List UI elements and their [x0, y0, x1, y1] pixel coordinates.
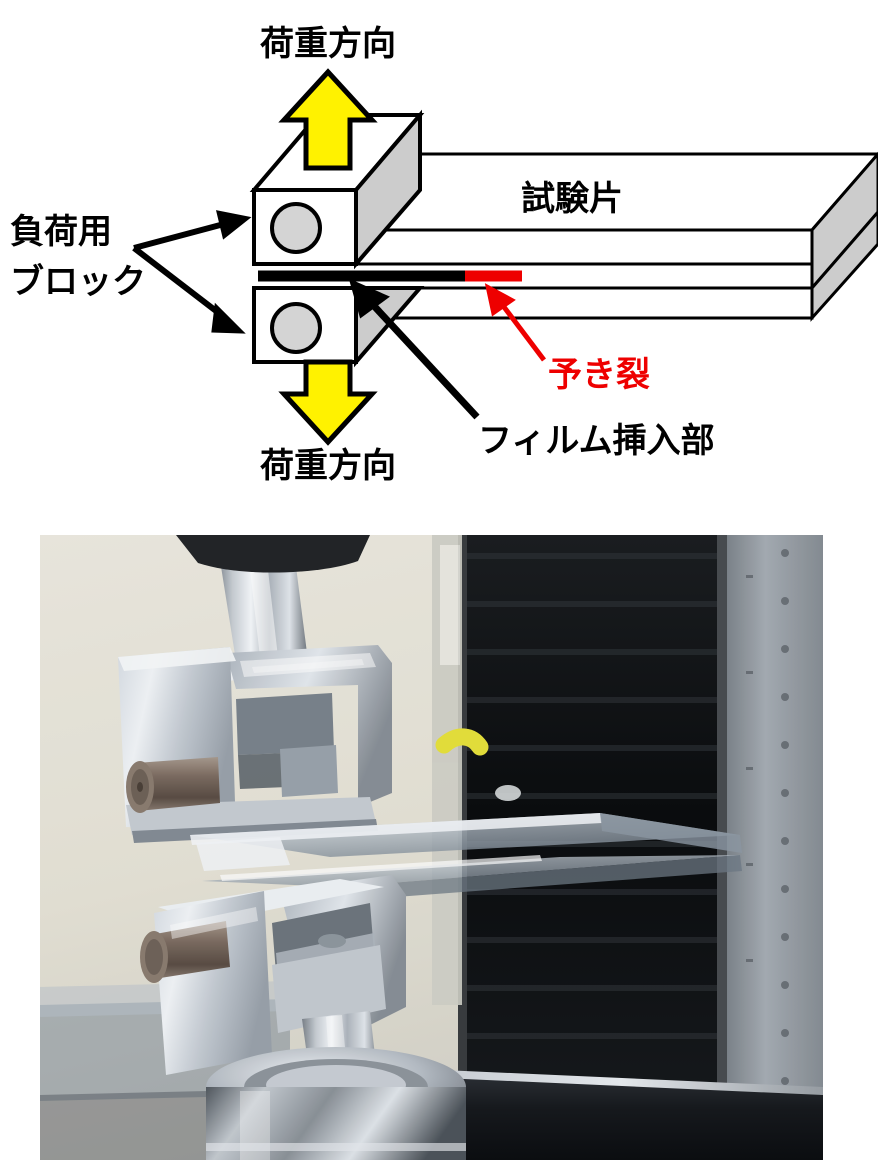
lower-loading-block-photo: [140, 875, 406, 1075]
loading-block-arrow-upper-shaft: [133, 221, 225, 251]
specimen-lower-end-face: [810, 209, 878, 322]
specimen-delamination-tip: [196, 837, 290, 871]
upper-block-inner-tooth: [280, 745, 338, 797]
crosshead-block: [176, 535, 370, 573]
upper-block-specular-1: [240, 653, 376, 677]
loading-block-label-line1: 負荷用: [10, 212, 112, 252]
precrack-pointer-head: [484, 283, 516, 317]
lower-block-side-plate: [272, 945, 386, 1033]
lower-block-specular: [170, 907, 258, 939]
louver-left-post: [458, 535, 467, 1095]
loading-block-arrow-lower-shaft: [132, 245, 222, 317]
upper-block-right-arm: [226, 645, 392, 807]
bench-top: [420, 1073, 823, 1160]
specimen-lower-edge: [340, 855, 742, 901]
photo-vignette: [40, 535, 823, 1160]
upper-block-pin: [126, 757, 220, 813]
specimen-lower-highlight: [220, 855, 542, 881]
perforated-column-strip: [727, 535, 823, 1123]
specimen-upper-edge: [600, 813, 742, 853]
load-direction-top-label: 荷重方向: [260, 24, 396, 64]
load-cell-cylinder: [206, 1047, 466, 1160]
test-setup-photograph: [40, 535, 823, 1160]
door-knob-highlight: [495, 785, 521, 801]
louver-slats: [467, 553, 717, 1039]
background-panel: [432, 535, 462, 1005]
bench-front-edge: [420, 1069, 823, 1095]
louver-right-post: [717, 535, 727, 1095]
specimen-lower-face: [202, 855, 740, 887]
load-cell-specular: [240, 1091, 270, 1160]
column-body: [727, 535, 823, 1123]
precrack-pointer-shaft: [499, 301, 546, 362]
upper-block-pin-hole: [270, 202, 322, 254]
upper-loading-block-photo: [118, 645, 392, 843]
lower-block-pin: [140, 921, 230, 983]
test-setup-photograph-svg: [40, 535, 823, 1160]
loading-block-double-arrow: [132, 210, 252, 334]
lower-block-bore: [318, 934, 346, 948]
upper-block-front-bevel: [118, 647, 236, 671]
specimen-upper-highlight: [190, 813, 602, 845]
specimen-lower-arm-photo: [202, 855, 742, 901]
film-insert-pointer-shaft: [372, 304, 480, 420]
yellow-cable: [435, 728, 489, 756]
loading-block-arrow-lower-head: [211, 302, 246, 334]
precrack-pointer: [484, 283, 546, 362]
lower-load-arrow: [278, 359, 378, 446]
loading-block-arrow-upper-head: [215, 210, 252, 240]
upper-load-arrow: [278, 68, 378, 171]
column-perforations: [746, 549, 789, 1085]
film-insert-label: フィルム挿入部: [478, 421, 715, 461]
upper-block-window: [236, 693, 334, 755]
load-direction-bottom-label: 荷重方向: [260, 446, 396, 486]
precrack-label: 予き裂: [548, 355, 650, 395]
specimen-label: 試験片: [521, 179, 623, 219]
loading-block-label-line2: ブロック: [10, 262, 146, 302]
specimen-upper-arm-photo: [190, 813, 742, 857]
film-insert-pointer-head: [348, 278, 390, 319]
load-cell-body: [206, 1087, 466, 1160]
load-cell-ring: [206, 1143, 466, 1151]
specimen-end-face: [810, 151, 878, 293]
lower-block-pin-hole: [270, 302, 322, 354]
schematic-diagram-panel: 荷重方向 荷重方向 負荷用 ブロック 試験片: [0, 0, 878, 510]
upper-block-specular-2: [252, 659, 364, 673]
film-insert-pointer: [348, 278, 480, 420]
bench-surface: [420, 1069, 823, 1160]
schematic-diagram-svg: 荷重方向 荷重方向 負荷用 ブロック 試験片: [10, 24, 878, 486]
